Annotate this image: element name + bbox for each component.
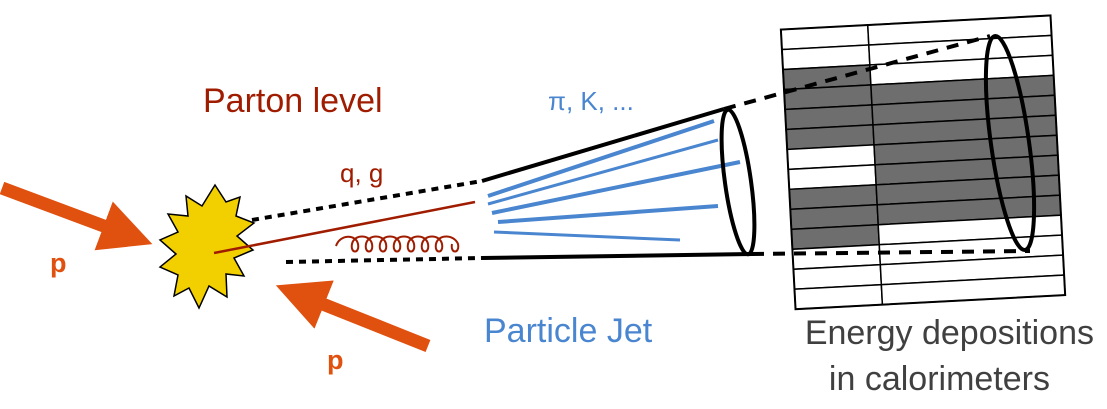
hadrons-label: π, K, ... (548, 86, 634, 116)
calorimeter-label-line1: Energy depositions (805, 314, 1094, 352)
quark-gluon-label: q, g (340, 158, 383, 188)
cone-edge-upper-solid (481, 107, 725, 183)
gluon-curl (335, 235, 460, 253)
cone-extension-lower (751, 249, 1031, 256)
proton-label-right: p (327, 345, 344, 375)
collision-burst-icon (158, 183, 256, 310)
jet-cone-opening (719, 107, 757, 257)
parton-level-label: Parton level (203, 82, 383, 120)
calorimeter-label-line2: in calorimeters (829, 360, 1050, 398)
hadron-tracks (487, 119, 741, 242)
calorimeter-frame (779, 14, 1067, 311)
calorimeter-grid (779, 14, 1067, 311)
cone-edge-lower-solid (481, 252, 753, 260)
proton-beam-right (275, 280, 431, 353)
calorimeter-cone-opening (983, 34, 1037, 252)
calorimeter-cells (780, 14, 1066, 310)
proton-beam-left (0, 181, 153, 251)
cone-extension-upper (723, 34, 991, 111)
particle-jet-label: Particle Jet (484, 312, 653, 350)
cone-edge-lower-dashed (285, 256, 483, 264)
parton-line (213, 200, 476, 255)
proton-label-left: p (50, 248, 67, 278)
